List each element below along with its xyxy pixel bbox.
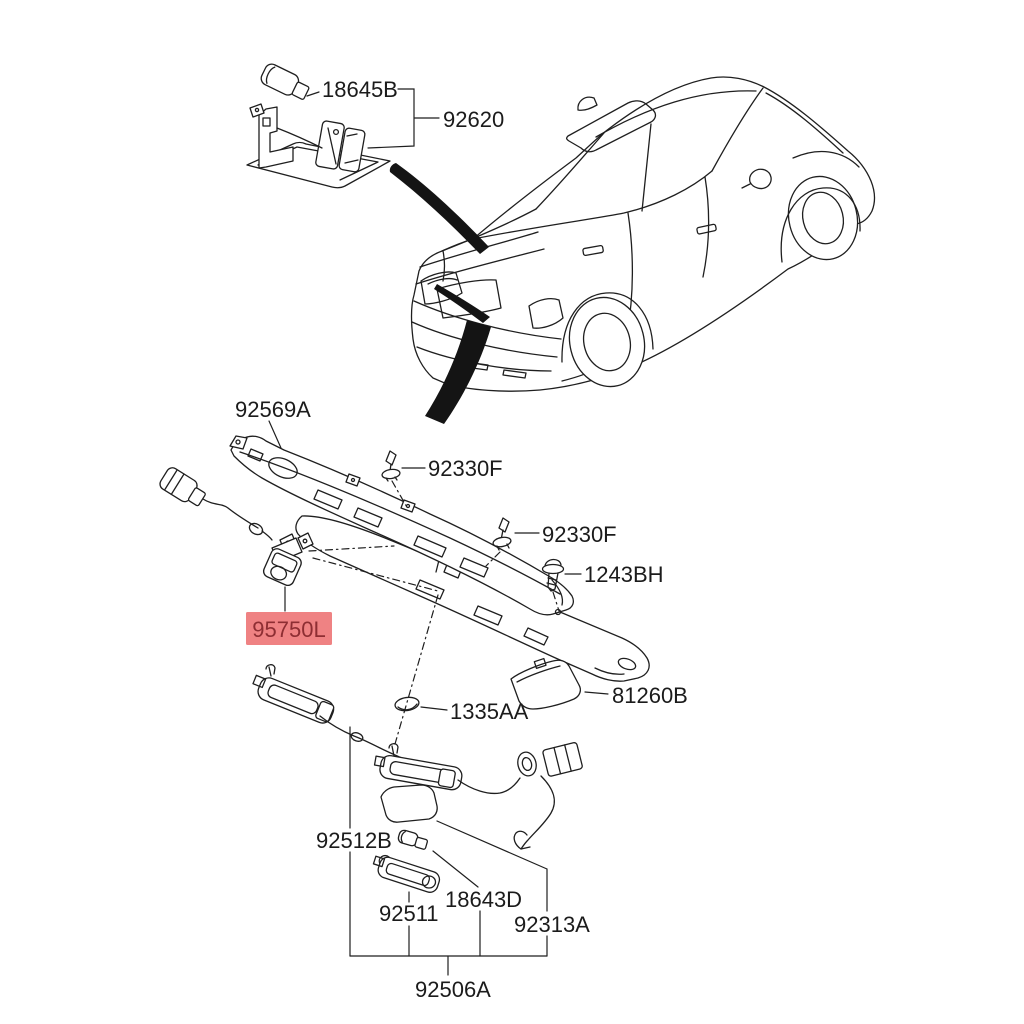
garnish-upper-band-drawing — [229, 435, 574, 616]
bulb-small-drawing — [397, 829, 429, 850]
lamp-wiring-assembly-drawing — [252, 664, 583, 850]
part-label-lamp-housing: 92511 — [379, 901, 439, 926]
bulb-top-drawing — [260, 63, 310, 100]
screw-drawing — [541, 558, 565, 592]
clip-upper-drawing — [381, 450, 401, 482]
part-label-garnish: 92569A — [235, 397, 311, 422]
camera-assembly-drawing — [159, 467, 314, 587]
part-labels: 18645B 92620 92569A 92330F 92330F 1243BH… — [235, 77, 688, 1002]
part-label-rear-camera: 95750L — [252, 617, 325, 642]
clip-lower-drawing — [492, 517, 512, 551]
license-lamp-lens-drawing — [510, 657, 581, 710]
leader-lines — [268, 88, 609, 976]
part-label-bulb-small: 18643D — [445, 887, 522, 912]
part-label-wiring-harness: 92313A — [514, 912, 590, 937]
lamp-housing-drawing — [372, 854, 441, 893]
rear-lamp-unit-drawing — [246, 103, 391, 189]
pointer-swoosh-arrow — [389, 163, 491, 424]
part-label-clip-upper: 92330F — [428, 456, 503, 481]
part-label-grommet: 1335AA — [450, 699, 529, 724]
part-label-lamp-wiring: 92512B — [316, 828, 392, 853]
part-label-screw: 1243BH — [584, 562, 664, 587]
part-label-lens: 81260B — [612, 683, 688, 708]
part-label-clip-lower: 92330F — [542, 522, 617, 547]
part-label-bulb-top: 18645B — [322, 77, 398, 102]
car-illustration — [410, 76, 876, 392]
highlighted-part-label: 95750L — [246, 612, 332, 645]
part-label-rear-lamp-unit: 92620 — [443, 107, 504, 132]
grommet-drawing — [394, 696, 420, 712]
part-label-lamp-assembly: 92506A — [415, 977, 491, 1002]
highlight-box — [246, 612, 332, 645]
